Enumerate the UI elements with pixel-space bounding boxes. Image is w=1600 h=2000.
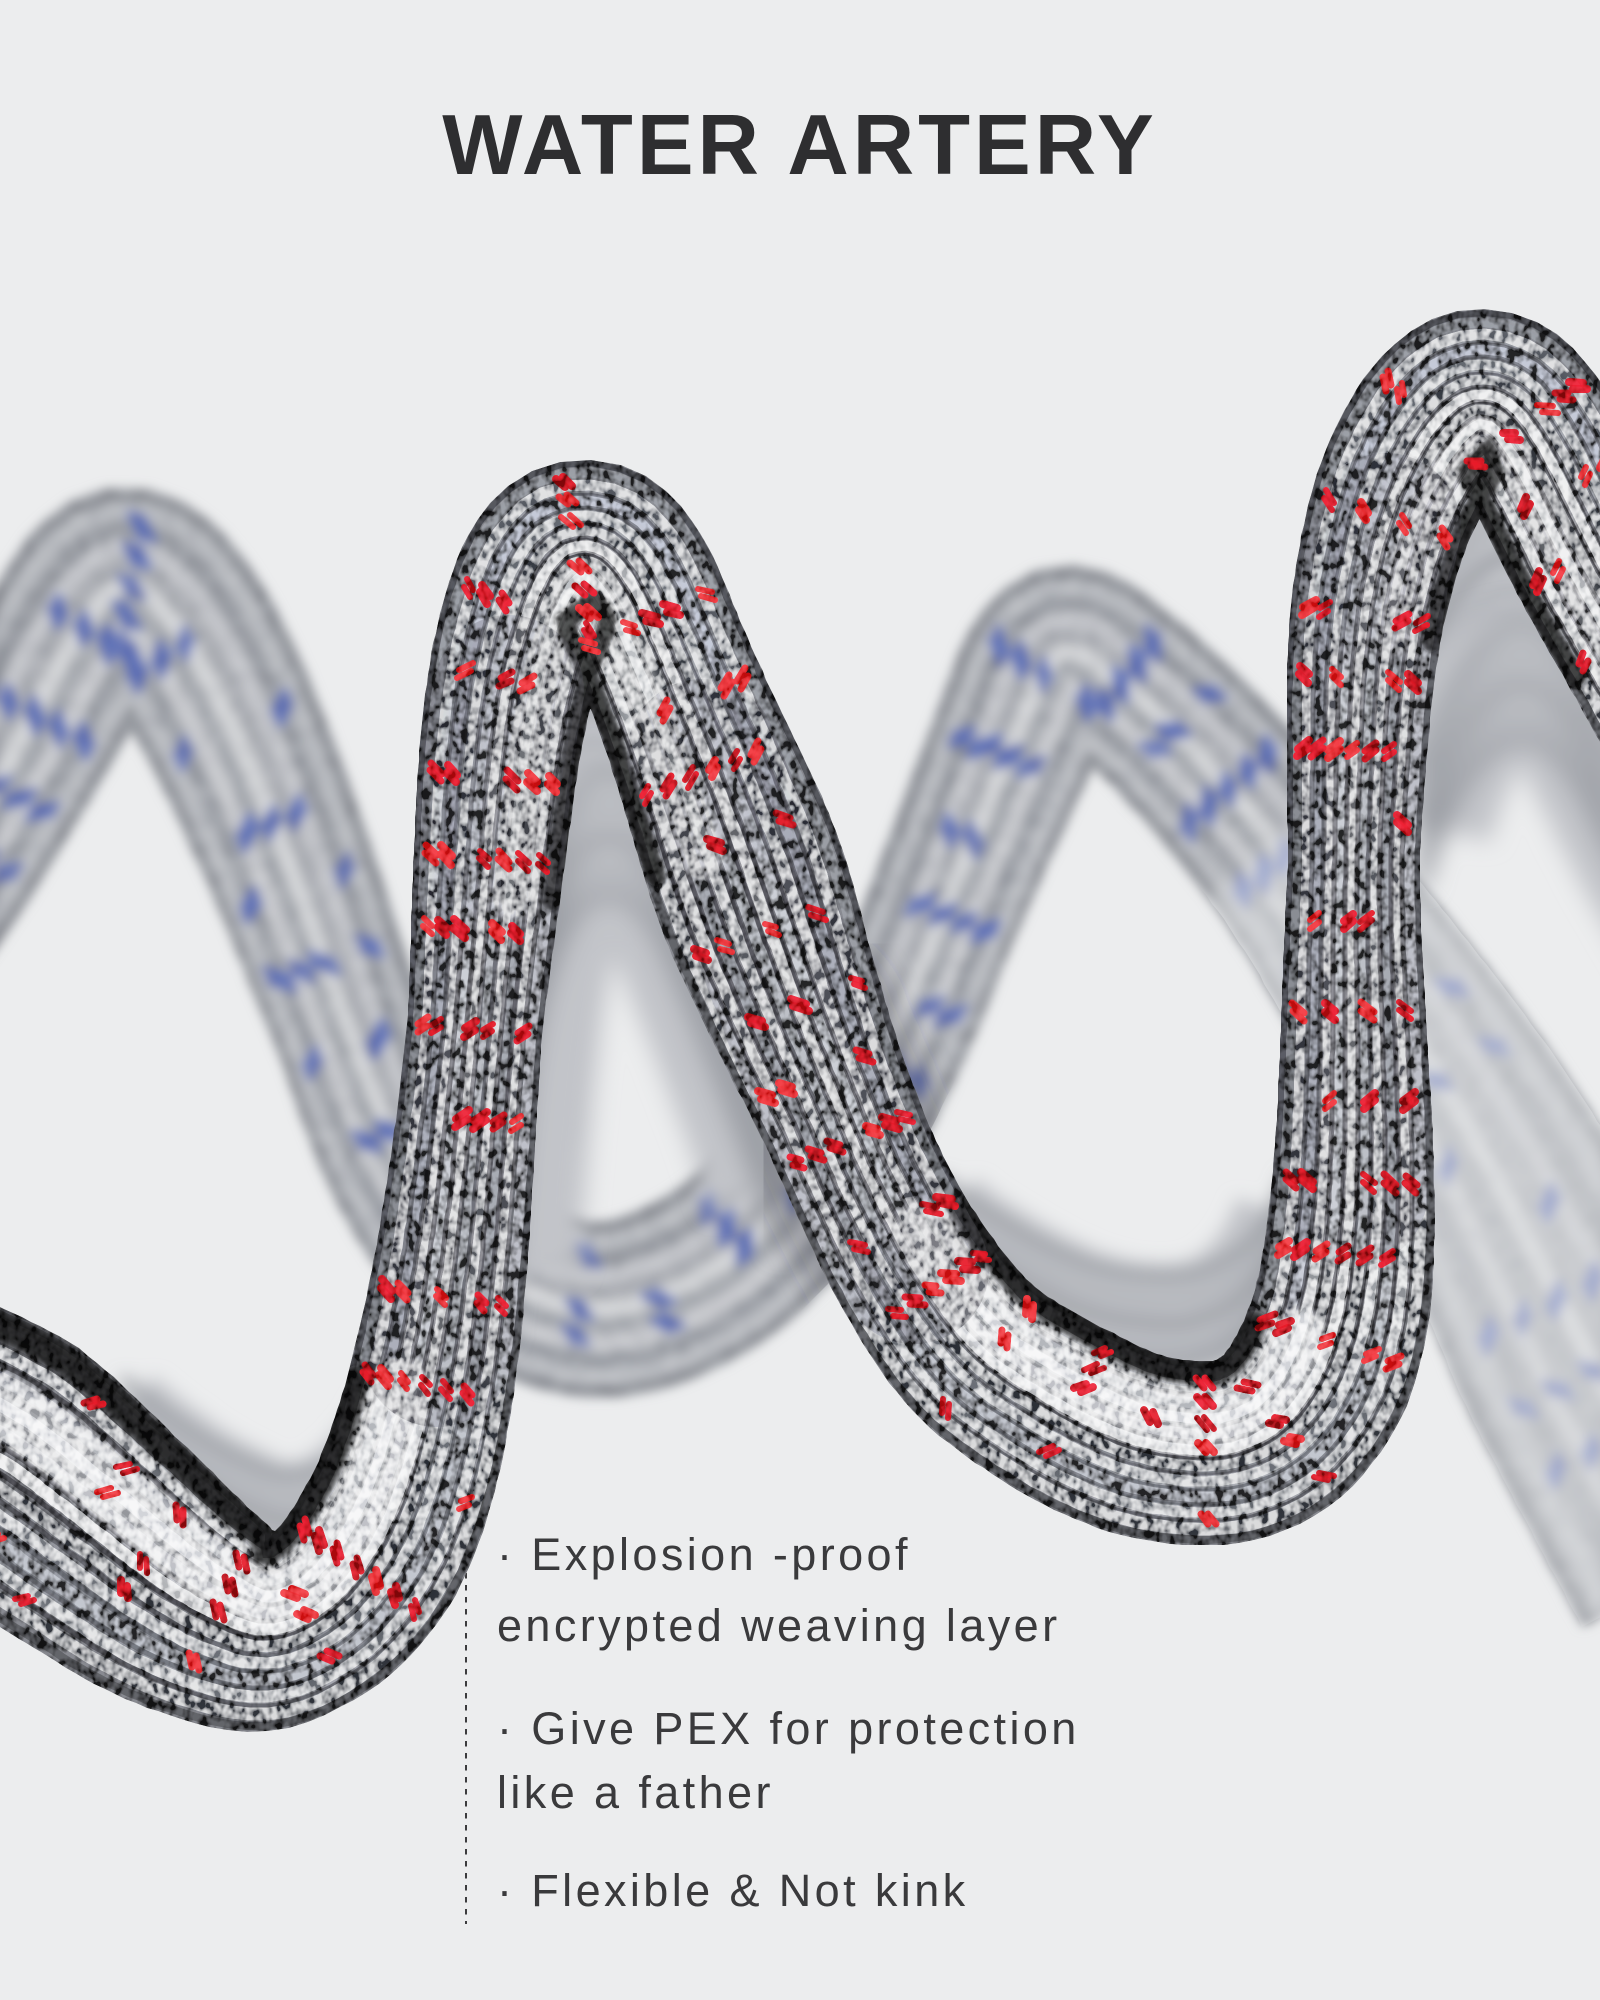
svg-text:like a father: like a father [497,1767,774,1818]
svg-text:· Flexible & Not kink: · Flexible & Not kink [497,1865,969,1916]
svg-text:· Give PEX for protection: · Give PEX for protection [497,1703,1080,1754]
svg-text:· Explosion -proof: · Explosion -proof [497,1529,911,1580]
svg-text:encrypted weaving layer: encrypted weaving layer [497,1600,1060,1651]
svg-text:WATER ARTERY: WATER ARTERY [442,98,1157,193]
